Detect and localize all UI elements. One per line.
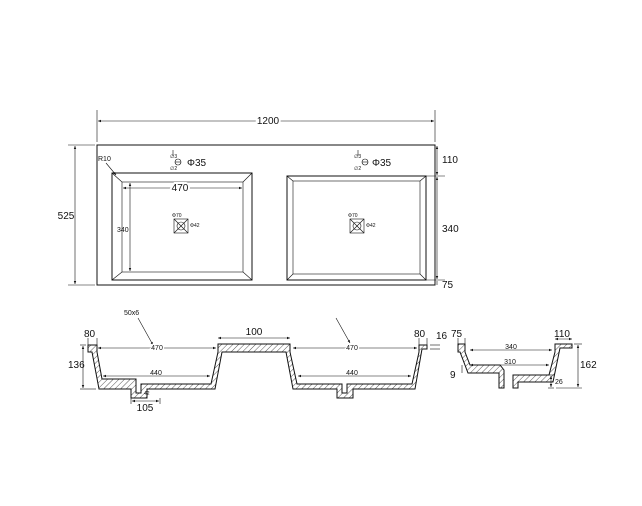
label-tap-hole-right: Φ35 bbox=[372, 158, 392, 169]
dim-right-basin-depth: 340 bbox=[442, 224, 459, 235]
svg-text:∅3: ∅3 bbox=[354, 154, 361, 160]
label-tap-hole-left: Φ35 bbox=[187, 158, 207, 169]
dim-overall-width: 1200 bbox=[257, 116, 280, 127]
dim-bottom: 310 bbox=[504, 359, 516, 366]
dim-front-margin: 110 bbox=[442, 155, 458, 166]
dim-basin-depth: 340 bbox=[117, 227, 129, 234]
section-view: 50x6 80 100 80 16 136 470 470 440 440 42 bbox=[68, 310, 448, 414]
dim-drain-offset: 105 bbox=[137, 403, 154, 414]
side-profile-front bbox=[512, 343, 573, 389]
dim-basin-width: 470 bbox=[172, 183, 189, 194]
dim-edge-right: 80 bbox=[414, 329, 426, 340]
dim-front-rim: 110 bbox=[554, 329, 570, 340]
svg-text:∅3: ∅3 bbox=[170, 154, 177, 160]
dim-bottom-left: 440 bbox=[150, 370, 162, 377]
label-drain-right: Φ42 bbox=[366, 223, 376, 229]
label-overflow-slot: 50x6 bbox=[124, 310, 139, 317]
dim-shelf: 9 bbox=[450, 370, 456, 381]
svg-text:∅2: ∅2 bbox=[170, 166, 177, 172]
dim-divider-width: 100 bbox=[246, 327, 263, 338]
label-corner-radius: R10 bbox=[98, 156, 111, 163]
dim-bottom-right: 440 bbox=[346, 370, 358, 377]
drain-right: Φ70 Φ42 bbox=[348, 213, 376, 234]
tap-hole-right: ∅3 ∅2 Φ35 bbox=[354, 150, 392, 172]
dim-back-margin: 75 bbox=[442, 280, 454, 291]
dim-rim-thickness: 16 bbox=[436, 331, 448, 342]
side-profile-back bbox=[457, 343, 505, 389]
svg-text:Φ70: Φ70 bbox=[172, 213, 182, 219]
dim-height: 136 bbox=[68, 360, 85, 371]
dim-inner-width-left: 470 bbox=[151, 345, 163, 352]
dim-side-height: 162 bbox=[580, 360, 597, 371]
label-drain-left: Φ42 bbox=[190, 223, 200, 229]
svg-text:Φ70: Φ70 bbox=[348, 213, 358, 219]
left-basin-outer bbox=[111, 172, 253, 281]
tap-hole-left: ∅3 ∅2 Φ35 bbox=[170, 150, 207, 172]
dim-edge-left: 80 bbox=[84, 329, 96, 340]
section-profile bbox=[87, 343, 428, 399]
svg-text:∅2: ∅2 bbox=[354, 166, 361, 172]
right-basin-inner bbox=[292, 180, 421, 275]
plan-view: 1200 525 R10 470 340 ∅3 ∅2 Φ35 bbox=[58, 110, 459, 291]
dim-base: 26 bbox=[555, 379, 563, 386]
dim-drain-pipe: 42 bbox=[144, 391, 150, 397]
dim-overall-depth: 525 bbox=[58, 211, 75, 222]
right-basin-outer bbox=[286, 175, 427, 281]
side-view: 75 340 110 310 162 9 26 bbox=[450, 329, 597, 389]
drain-left: Φ70 Φ42 bbox=[172, 213, 200, 234]
dim-back-rim: 75 bbox=[451, 329, 463, 340]
dim-inner-depth: 340 bbox=[505, 344, 517, 351]
left-basin-inner bbox=[121, 181, 244, 273]
countertop-outline bbox=[96, 144, 436, 286]
dim-inner-width-right: 470 bbox=[346, 345, 358, 352]
